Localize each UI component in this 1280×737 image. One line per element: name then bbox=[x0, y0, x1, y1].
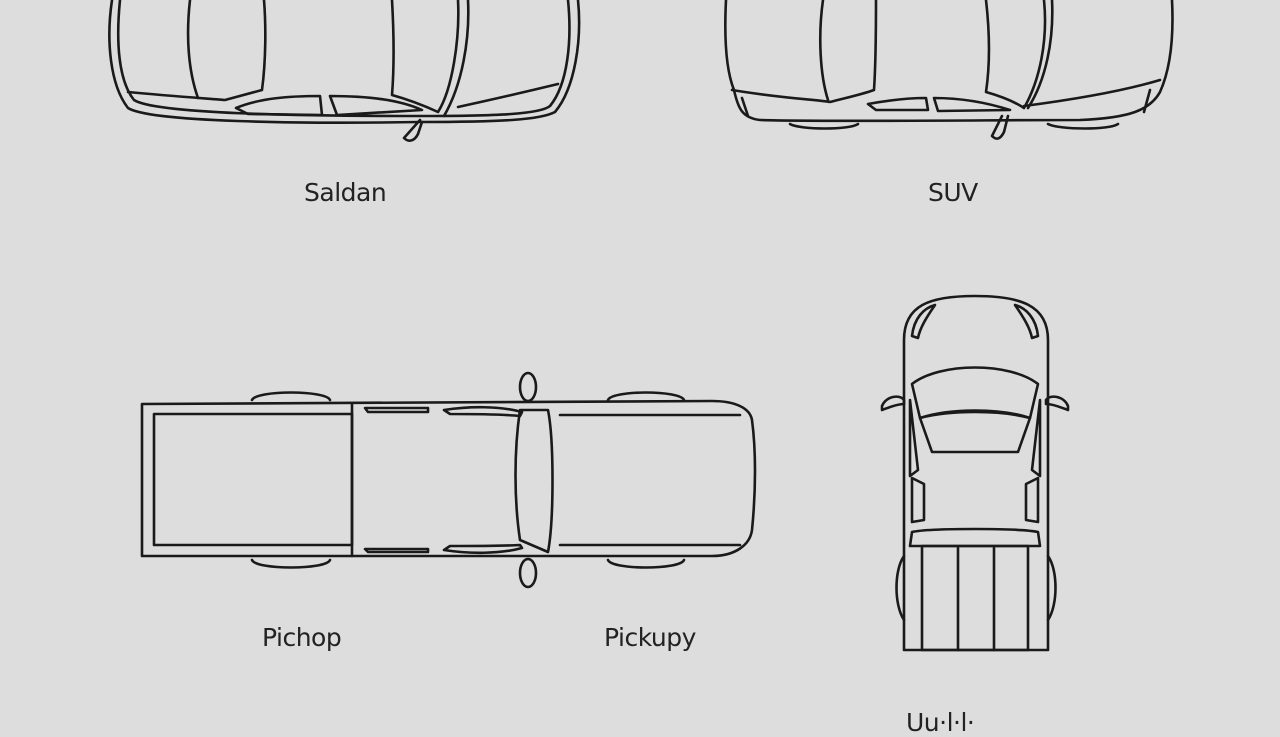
suv-icon bbox=[723, 0, 1174, 140]
vehicle-label-pickup-1: Pichop bbox=[262, 623, 342, 652]
sedan-icon bbox=[108, 0, 581, 142]
pickup-truck-icon bbox=[140, 371, 757, 589]
vehicle-label-suv: SUV bbox=[928, 178, 978, 207]
vehicle-label-sedan: Saldan bbox=[304, 178, 387, 207]
pickup-vertical-icon bbox=[880, 294, 1070, 652]
vehicle-label-pickup-2: Pickupy bbox=[604, 623, 696, 652]
vehicle-label-truncated: Uu·l·l· bbox=[906, 708, 975, 737]
